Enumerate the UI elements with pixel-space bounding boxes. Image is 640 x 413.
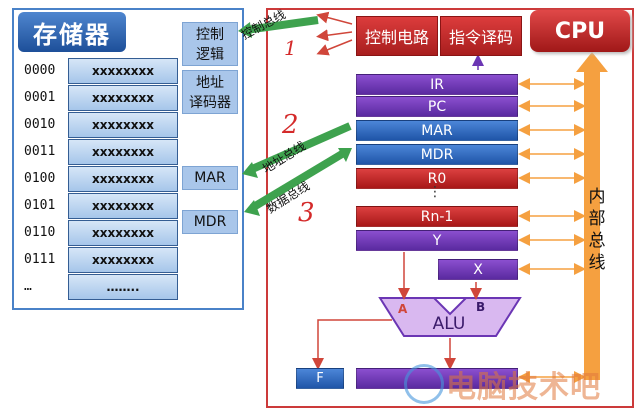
cpu-title: CPU [530,10,630,52]
annotation-1: 1 [284,36,297,60]
control-logic-label-2: 逻辑 [196,47,224,63]
memory-cell-0: xxxxxxxx [68,58,178,84]
watermark: 电脑技术吧 [446,370,601,405]
alu-input-arrows [398,252,482,300]
alu-notch [431,297,469,316]
address-6: 0110 [24,225,56,240]
memory-cell-3: xxxxxxxx [68,139,178,165]
address-4: 0100 [24,171,56,186]
memory-cell-ellipsis: …….. [68,274,178,300]
memory-mdr-box: MDR [182,210,238,234]
address-decoder-label-1: 地址 [196,75,224,91]
register-mar: MAR [356,120,518,141]
internal-bus-arrowhead [576,52,608,72]
address-decoder-label-2: 译码器 [189,95,231,111]
register-ir: IR [356,74,518,95]
register-x: X [438,259,518,280]
annotation-3: 3 [298,198,315,228]
memory-title: 存储器 [18,12,126,52]
data-bus-arrowhead-right [338,148,352,162]
control-logic-box: 控制 逻辑 [182,22,238,66]
register-mdr: MDR [356,144,518,165]
register-bus-arrows [518,78,586,383]
address-3: 0011 [24,144,56,159]
register-y: Y [356,230,518,251]
alu-output-arrows [312,319,456,370]
address-bus-arrow [248,122,352,174]
alu-label: ALU [432,314,466,334]
address-ellipsis: … [24,279,32,294]
alu-input-b: B [476,300,486,314]
address-5: 0101 [24,198,56,213]
data-bus-arrowhead-left [244,200,260,216]
memory-cell-2: xxxxxxxx [68,112,178,138]
register-ellipsis: ⋮ [428,184,442,200]
address-bus-arrowhead [242,162,258,178]
memory-mar-box: MAR [182,166,238,190]
memory-cell-6: xxxxxxxx [68,220,178,246]
watermark-logo-icon [404,364,444,404]
address-0: 0000 [24,63,56,78]
internal-bus-label: 内部总线 [588,187,606,273]
control-circuit-box: 控制电路 [356,16,438,56]
internal-bus [584,68,600,380]
register-rn-1: Rn-1 [356,206,518,227]
memory-cell-7: xxxxxxxx [68,247,178,273]
register-r0: R0 [356,168,518,189]
memory-cell-4: xxxxxxxx [68,166,178,192]
address-1: 0001 [24,90,56,105]
address-decoder-box: 地址 译码器 [182,70,238,114]
register-pc: PC [356,96,518,117]
control-bus-arrows [316,11,353,56]
flag-register: F [296,368,344,389]
alu-input-a: A [398,302,408,316]
control-logic-label-1: 控制 [196,27,224,43]
data-bus-arrow [249,150,345,212]
memory-cell-1: xxxxxxxx [68,85,178,111]
control-bus-arrow [245,16,319,34]
control-bus-arrowhead [238,22,252,38]
address-2: 0010 [24,117,56,132]
instruction-decoder-box: 指令译码 [440,16,522,56]
annotation-2: 2 [282,110,299,140]
memory-cell-5: xxxxxxxx [68,193,178,219]
address-7: 0111 [24,252,56,267]
